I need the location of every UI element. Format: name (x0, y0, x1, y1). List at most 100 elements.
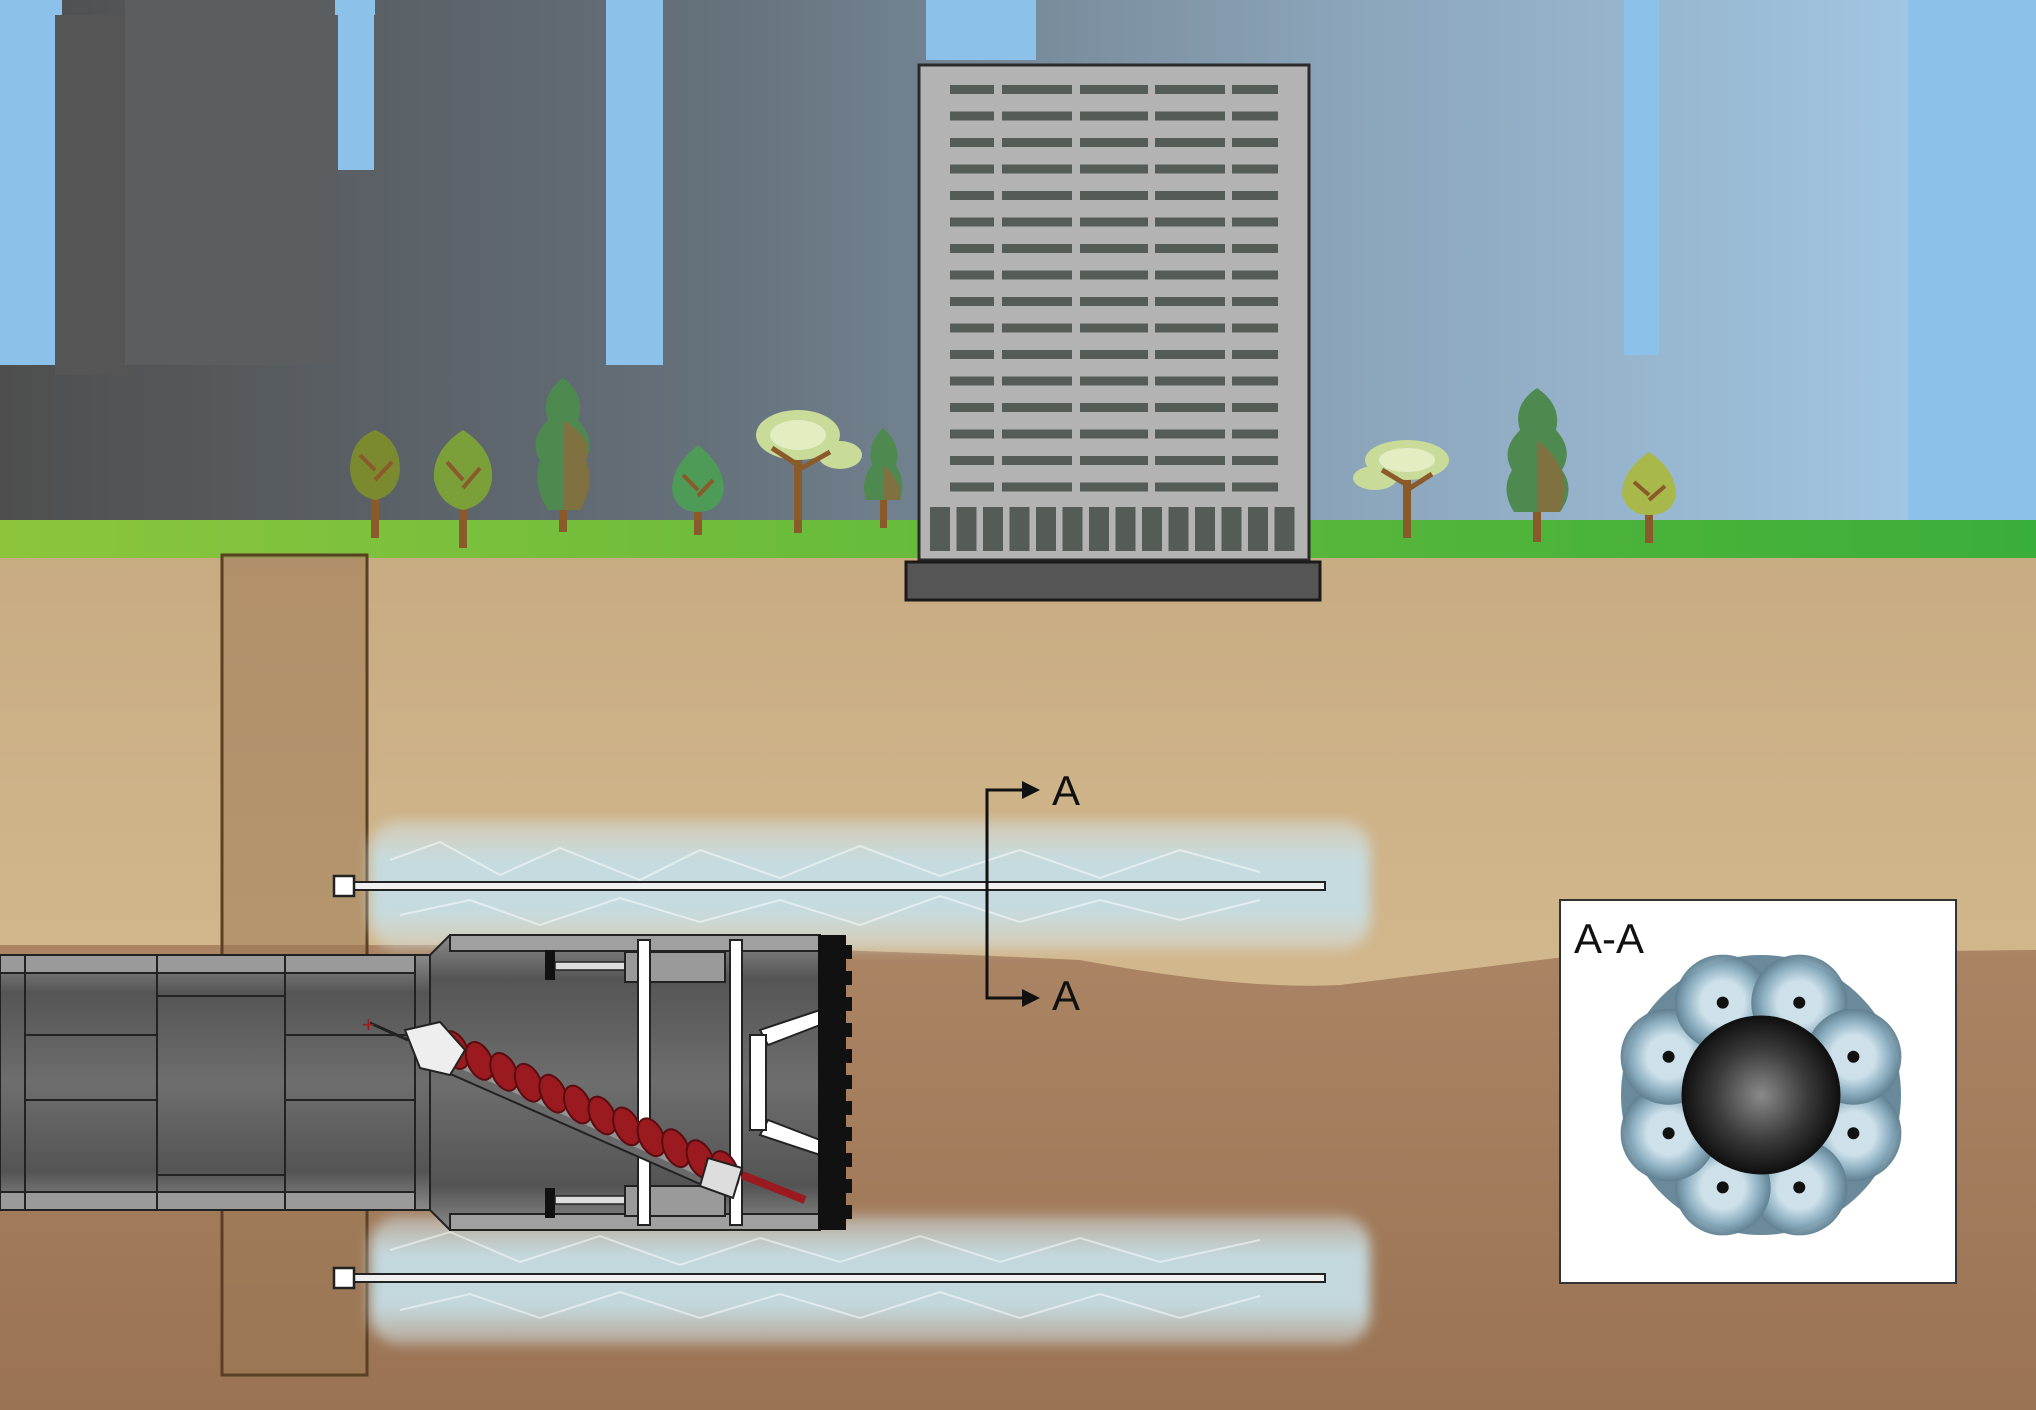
auger-flight (489, 1051, 519, 1092)
auger-flight (661, 1128, 691, 1169)
building-window (1155, 376, 1225, 386)
inset-title: A-A (1574, 915, 1644, 962)
building-icon (904, 63, 1322, 602)
building-window (1080, 138, 1148, 147)
building-window (1232, 85, 1278, 94)
building-window (950, 270, 994, 280)
building-window (1002, 85, 1072, 94)
freeze-hole-dot (1793, 1181, 1806, 1194)
cutter-tooth (844, 1127, 852, 1141)
building-door-panel (1274, 507, 1295, 551)
building-window (950, 323, 994, 333)
svg-text:+: + (362, 1012, 375, 1037)
building-door-panel (1036, 507, 1056, 551)
section-label-bottom: A (1052, 972, 1080, 1019)
cutter-tooth (844, 1179, 852, 1193)
screw-auger: + (362, 1012, 807, 1204)
building-window (1080, 350, 1148, 359)
building-window (1155, 85, 1225, 94)
auger-flight (587, 1095, 618, 1136)
building-window (950, 191, 994, 200)
building-window (1232, 376, 1278, 386)
cutter-tooth (844, 1049, 852, 1063)
building-window (1002, 482, 1072, 492)
auger-flight (562, 1084, 593, 1125)
freeze-pipe-bottom (332, 1266, 1326, 1290)
building-window (1155, 297, 1225, 306)
building-window (1155, 138, 1225, 147)
building-door-panel (1089, 507, 1109, 551)
building-window (950, 244, 994, 253)
building-window (950, 429, 994, 439)
building-door-panel (956, 507, 977, 551)
building-window (1155, 217, 1225, 227)
building-window (1002, 270, 1072, 280)
building-window (950, 217, 994, 227)
section-arrow-icon (985, 781, 1040, 1007)
tree-icon (350, 430, 400, 538)
building-window (1232, 403, 1278, 412)
cutter-tooth (844, 1101, 852, 1115)
auger-flight (538, 1073, 568, 1114)
building-window (1080, 323, 1148, 333)
tree-icon (1622, 452, 1676, 543)
building-door-panel (1195, 507, 1215, 551)
building-window (1080, 376, 1148, 386)
building-window (1080, 217, 1148, 227)
freeze-hole-dot (1716, 1181, 1729, 1194)
building-door-panel (1009, 507, 1030, 551)
building-window (950, 482, 994, 492)
building-window (1155, 270, 1225, 280)
building-window (1080, 244, 1148, 253)
building-window (1232, 297, 1278, 306)
building-window (1232, 482, 1278, 492)
building-door-panel (1142, 507, 1162, 551)
building-door-panel (1115, 507, 1136, 551)
frozen-texture (389, 840, 1261, 1320)
building-window (1155, 350, 1225, 359)
building-door-panel (1221, 507, 1242, 551)
freeze-hole-dot (1847, 1050, 1860, 1063)
building-window (1002, 456, 1072, 465)
cutter-tooth (844, 1153, 852, 1167)
building-window (1080, 164, 1148, 174)
tree-icon (756, 410, 862, 533)
building-window (950, 85, 994, 94)
building-window (1002, 323, 1072, 333)
building-window (1232, 244, 1278, 253)
freeze-hole-dot (1847, 1127, 1860, 1140)
building-window (1155, 111, 1225, 121)
building-window (1080, 429, 1148, 439)
building-window (950, 297, 994, 306)
building-door-panel (1062, 507, 1083, 551)
building-window (1232, 217, 1278, 227)
building-window (1002, 138, 1072, 147)
building-window (1232, 323, 1278, 333)
building-window (1232, 164, 1278, 174)
building-window (1080, 482, 1148, 492)
city-silhouette (55, 0, 335, 375)
building-window (1232, 270, 1278, 280)
building-window (1002, 429, 1072, 439)
building-window (1155, 429, 1225, 439)
building-window (950, 164, 994, 174)
freeze-hole-dot (1716, 996, 1729, 1009)
building-window (1080, 403, 1148, 412)
cutter-tooth (844, 997, 852, 1011)
section-inset: A-A (1559, 899, 1957, 1284)
tree-icon (864, 428, 903, 528)
tunnel-cross-section (1681, 1015, 1841, 1175)
building-window (1002, 217, 1072, 227)
building-window (1155, 244, 1225, 253)
cutter-teeth (844, 945, 852, 1219)
auger-flight (612, 1106, 642, 1147)
cutter-tooth (844, 971, 852, 985)
building-window (1080, 191, 1148, 200)
building-window (1080, 456, 1148, 465)
tree-icon (1353, 440, 1449, 538)
building-window (1155, 164, 1225, 174)
building-window (1232, 138, 1278, 147)
section-label-top: A (1052, 767, 1080, 814)
building-window (1002, 297, 1072, 306)
